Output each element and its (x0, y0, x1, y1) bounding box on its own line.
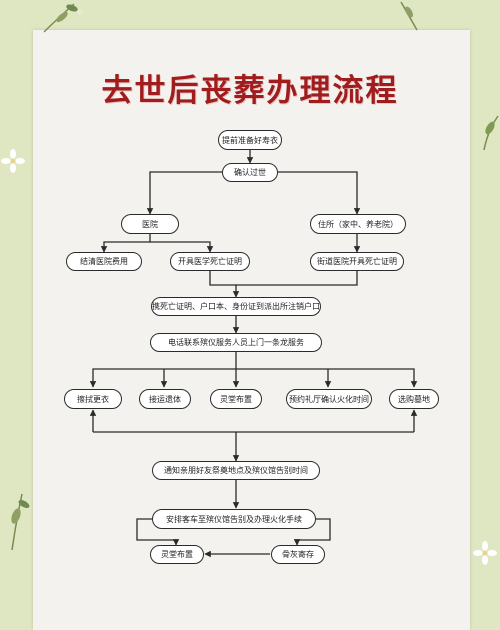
node-prepare-clothes: 提前准备好寿衣 (218, 130, 282, 150)
leaf-sprig-icon (400, 1, 418, 31)
node-book-cremation: 预约礼厅确认火化时间 (286, 389, 372, 409)
node-mourning-hall-setup: 灵堂布置 (210, 389, 262, 409)
node-settle-fees: 结清医院费用 (66, 252, 142, 271)
node-buy-cemetery: 选购墓地 (389, 389, 439, 409)
leaf-sprig-icon (11, 493, 30, 551)
node-notify-relatives: 通知亲朋好友祭奠地点及殡仪馆告别时间 (152, 461, 320, 480)
node-wipe-and-dress: 擦拭更衣 (64, 389, 122, 409)
node-ashes-storage: 骨灰寄存 (271, 545, 325, 564)
flower-icon (1, 149, 25, 173)
node-hospital: 医院 (121, 214, 179, 234)
node-cancel-hukou: 携死亡证明、户口本、身份证到派出所注销户口 (151, 297, 321, 316)
node-mourning-hall: 灵堂布置 (150, 545, 204, 564)
node-transport-body: 接运遗体 (139, 389, 191, 409)
flower-icon (473, 541, 497, 565)
node-call-funeral-service: 电话联系殡仪服务人员上门一条龙服务 (150, 333, 322, 352)
node-street-certificate: 街道医院开具死亡证明 (310, 252, 404, 271)
node-confirm-death: 确认过世 (222, 163, 278, 182)
page-title: 去世后丧葬办理流程 (101, 73, 399, 109)
leaf-sprig-icon (483, 115, 499, 151)
leaf-sprig-icon (43, 3, 83, 33)
node-medical-certificate: 开具医学死亡证明 (170, 252, 250, 271)
node-arrange-hearse: 安排客车至殡仪馆告别及办理火化手续 (152, 509, 316, 529)
node-residence: 住所（家中、养老院） (310, 214, 406, 234)
